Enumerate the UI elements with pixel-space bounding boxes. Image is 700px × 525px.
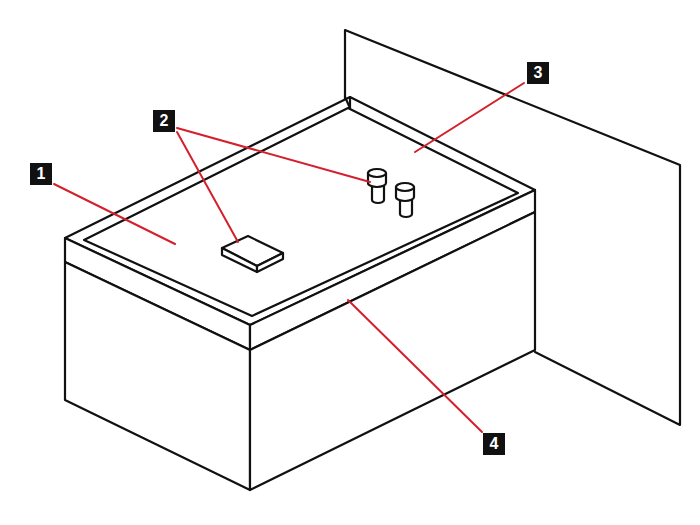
lid-surface bbox=[84, 108, 518, 316]
box-right-face bbox=[250, 212, 535, 490]
callout-number: 3 bbox=[527, 62, 549, 84]
rim-inner bbox=[345, 97, 350, 108]
rim-corner bbox=[349, 97, 351, 108]
terminal bbox=[368, 169, 386, 203]
leader-line bbox=[177, 132, 238, 242]
leader-line bbox=[177, 128, 370, 182]
vent-side bbox=[222, 248, 257, 272]
callout-number: 4 bbox=[483, 433, 505, 455]
callout-number: 2 bbox=[153, 110, 175, 132]
leader-line bbox=[415, 83, 524, 152]
callout-number: 1 bbox=[30, 163, 52, 185]
leader-line bbox=[54, 184, 175, 244]
terminal bbox=[396, 183, 414, 217]
leader-line bbox=[348, 300, 482, 432]
vent-side2 bbox=[257, 253, 283, 272]
box-left-face bbox=[65, 262, 250, 490]
